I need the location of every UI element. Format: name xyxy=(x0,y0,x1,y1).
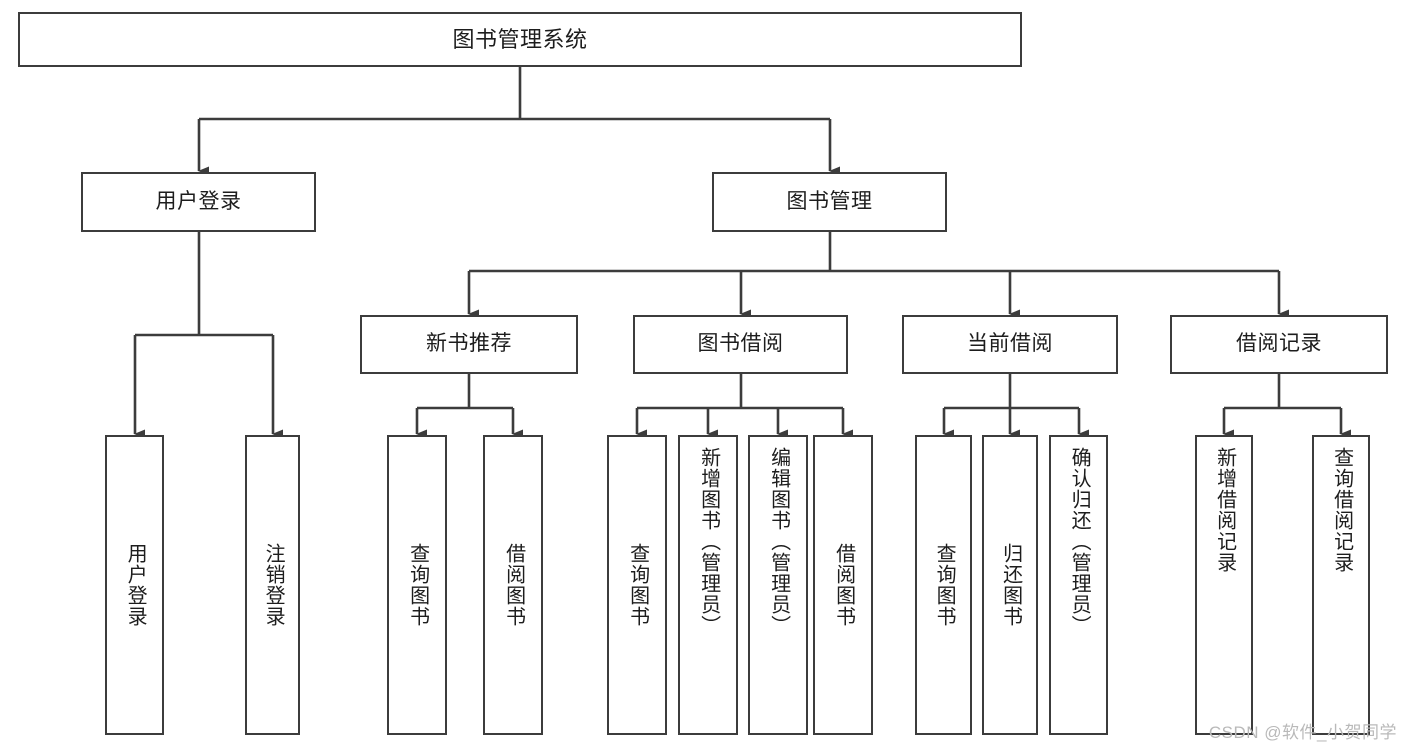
node-label: 新增借阅记录 xyxy=(1213,447,1236,573)
node-label: 用户登录 xyxy=(124,543,147,627)
node-label: 新增图书（管理员） xyxy=(697,447,720,636)
node-leaf-login-2[interactable]: 注销登录 xyxy=(245,435,300,735)
node-root[interactable]: 图书管理系统 xyxy=(18,12,1022,67)
node-leaf-new-1[interactable]: 查询图书 xyxy=(387,435,447,735)
node-leaf-cur-2[interactable]: 归还图书 xyxy=(982,435,1038,735)
node-label: 查询图书 xyxy=(933,543,956,627)
node-label: 用户登录 xyxy=(155,189,242,213)
node-leaf-borrow-2[interactable]: 新增图书（管理员） xyxy=(678,435,738,735)
node-label: 借阅图书 xyxy=(832,543,855,627)
node-leaf-login-1[interactable]: 用户登录 xyxy=(105,435,164,735)
node-label: 当前借阅 xyxy=(967,332,1053,356)
node-label: 借阅图书 xyxy=(502,543,525,627)
node-leaf-cur-1[interactable]: 查询图书 xyxy=(915,435,972,735)
node-label: 编辑图书（管理员） xyxy=(767,447,790,636)
node-label: 图书借阅 xyxy=(697,332,784,356)
watermark-text: CSDN @软件_小贺同学 xyxy=(1208,723,1397,742)
node-record[interactable]: 借阅记录 xyxy=(1170,315,1388,374)
node-leaf-cur-3[interactable]: 确认归还（管理员） xyxy=(1049,435,1108,735)
node-leaf-new-2[interactable]: 借阅图书 xyxy=(483,435,543,735)
node-login[interactable]: 用户登录 xyxy=(81,172,316,232)
node-current[interactable]: 当前借阅 xyxy=(902,315,1118,374)
node-label: 图书管理系统 xyxy=(452,26,588,52)
node-label: 查询图书 xyxy=(626,543,649,627)
node-label: 借阅记录 xyxy=(1236,332,1322,356)
node-label: 查询图书 xyxy=(406,543,429,627)
node-leaf-borrow-3[interactable]: 编辑图书（管理员） xyxy=(748,435,808,735)
node-label: 归还图书 xyxy=(999,543,1022,627)
node-label: 查询借阅记录 xyxy=(1330,447,1353,573)
node-bookmgmt[interactable]: 图书管理 xyxy=(712,172,947,232)
edge-group xyxy=(133,67,1351,439)
node-leaf-borrow-4[interactable]: 借阅图书 xyxy=(813,435,873,735)
node-leaf-rec-2[interactable]: 查询借阅记录 xyxy=(1312,435,1370,735)
node-newbook[interactable]: 新书推荐 xyxy=(360,315,578,374)
node-label: 注销登录 xyxy=(262,543,285,627)
node-leaf-rec-1[interactable]: 新增借阅记录 xyxy=(1195,435,1253,735)
node-borrow[interactable]: 图书借阅 xyxy=(633,315,848,374)
node-label: 确认归还（管理员） xyxy=(1068,447,1091,636)
node-label: 新书推荐 xyxy=(426,332,512,356)
node-label: 图书管理 xyxy=(786,189,873,213)
node-leaf-borrow-1[interactable]: 查询图书 xyxy=(607,435,667,735)
